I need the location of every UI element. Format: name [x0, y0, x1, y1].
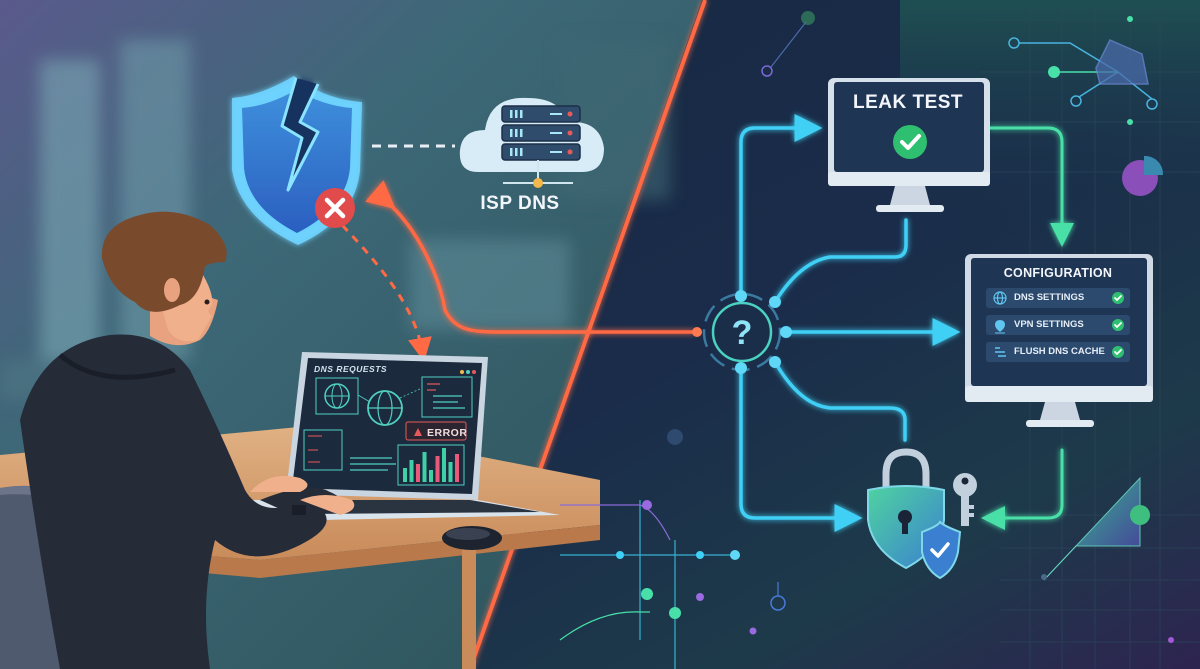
shield-check-icon [921, 520, 962, 580]
check-circle-icon [893, 125, 927, 159]
svg-text:?: ? [732, 314, 753, 352]
pie-chart-icon [1122, 155, 1164, 196]
config-item-label: DNS SETTINGS [1014, 292, 1085, 303]
leak-test-monitor [828, 78, 990, 212]
cloud-server-icon [459, 97, 604, 188]
key-icon [953, 473, 977, 526]
location-pin-icon [995, 320, 1005, 334]
error-badge: ERROR [427, 427, 468, 439]
person [20, 211, 355, 669]
config-item-dns-settings: DNS SETTINGS [986, 288, 1130, 308]
config-item-vpn-settings: VPN SETTINGS [986, 315, 1130, 335]
config-item-label: VPN SETTINGS [1014, 319, 1084, 330]
bar-chart [403, 448, 459, 482]
isp-dns-label: ISP DNS [480, 193, 560, 214]
configuration-title: CONFIGURATION [1003, 266, 1113, 280]
question-mark-icon [702, 290, 792, 374]
leak-test-title: LEAK TEST [852, 92, 964, 113]
laptop-screen-title: DNS REQUESTS [314, 364, 388, 374]
config-item-label: FLUSH DNS CACHE [1014, 346, 1105, 357]
globe-icon [993, 291, 1007, 305]
configuration-monitor [965, 254, 1153, 427]
config-item-flush-dns-cache: FLUSH DNS CACHE [986, 342, 1130, 362]
x-mark-icon [315, 188, 355, 228]
flush-icon [995, 347, 1006, 357]
